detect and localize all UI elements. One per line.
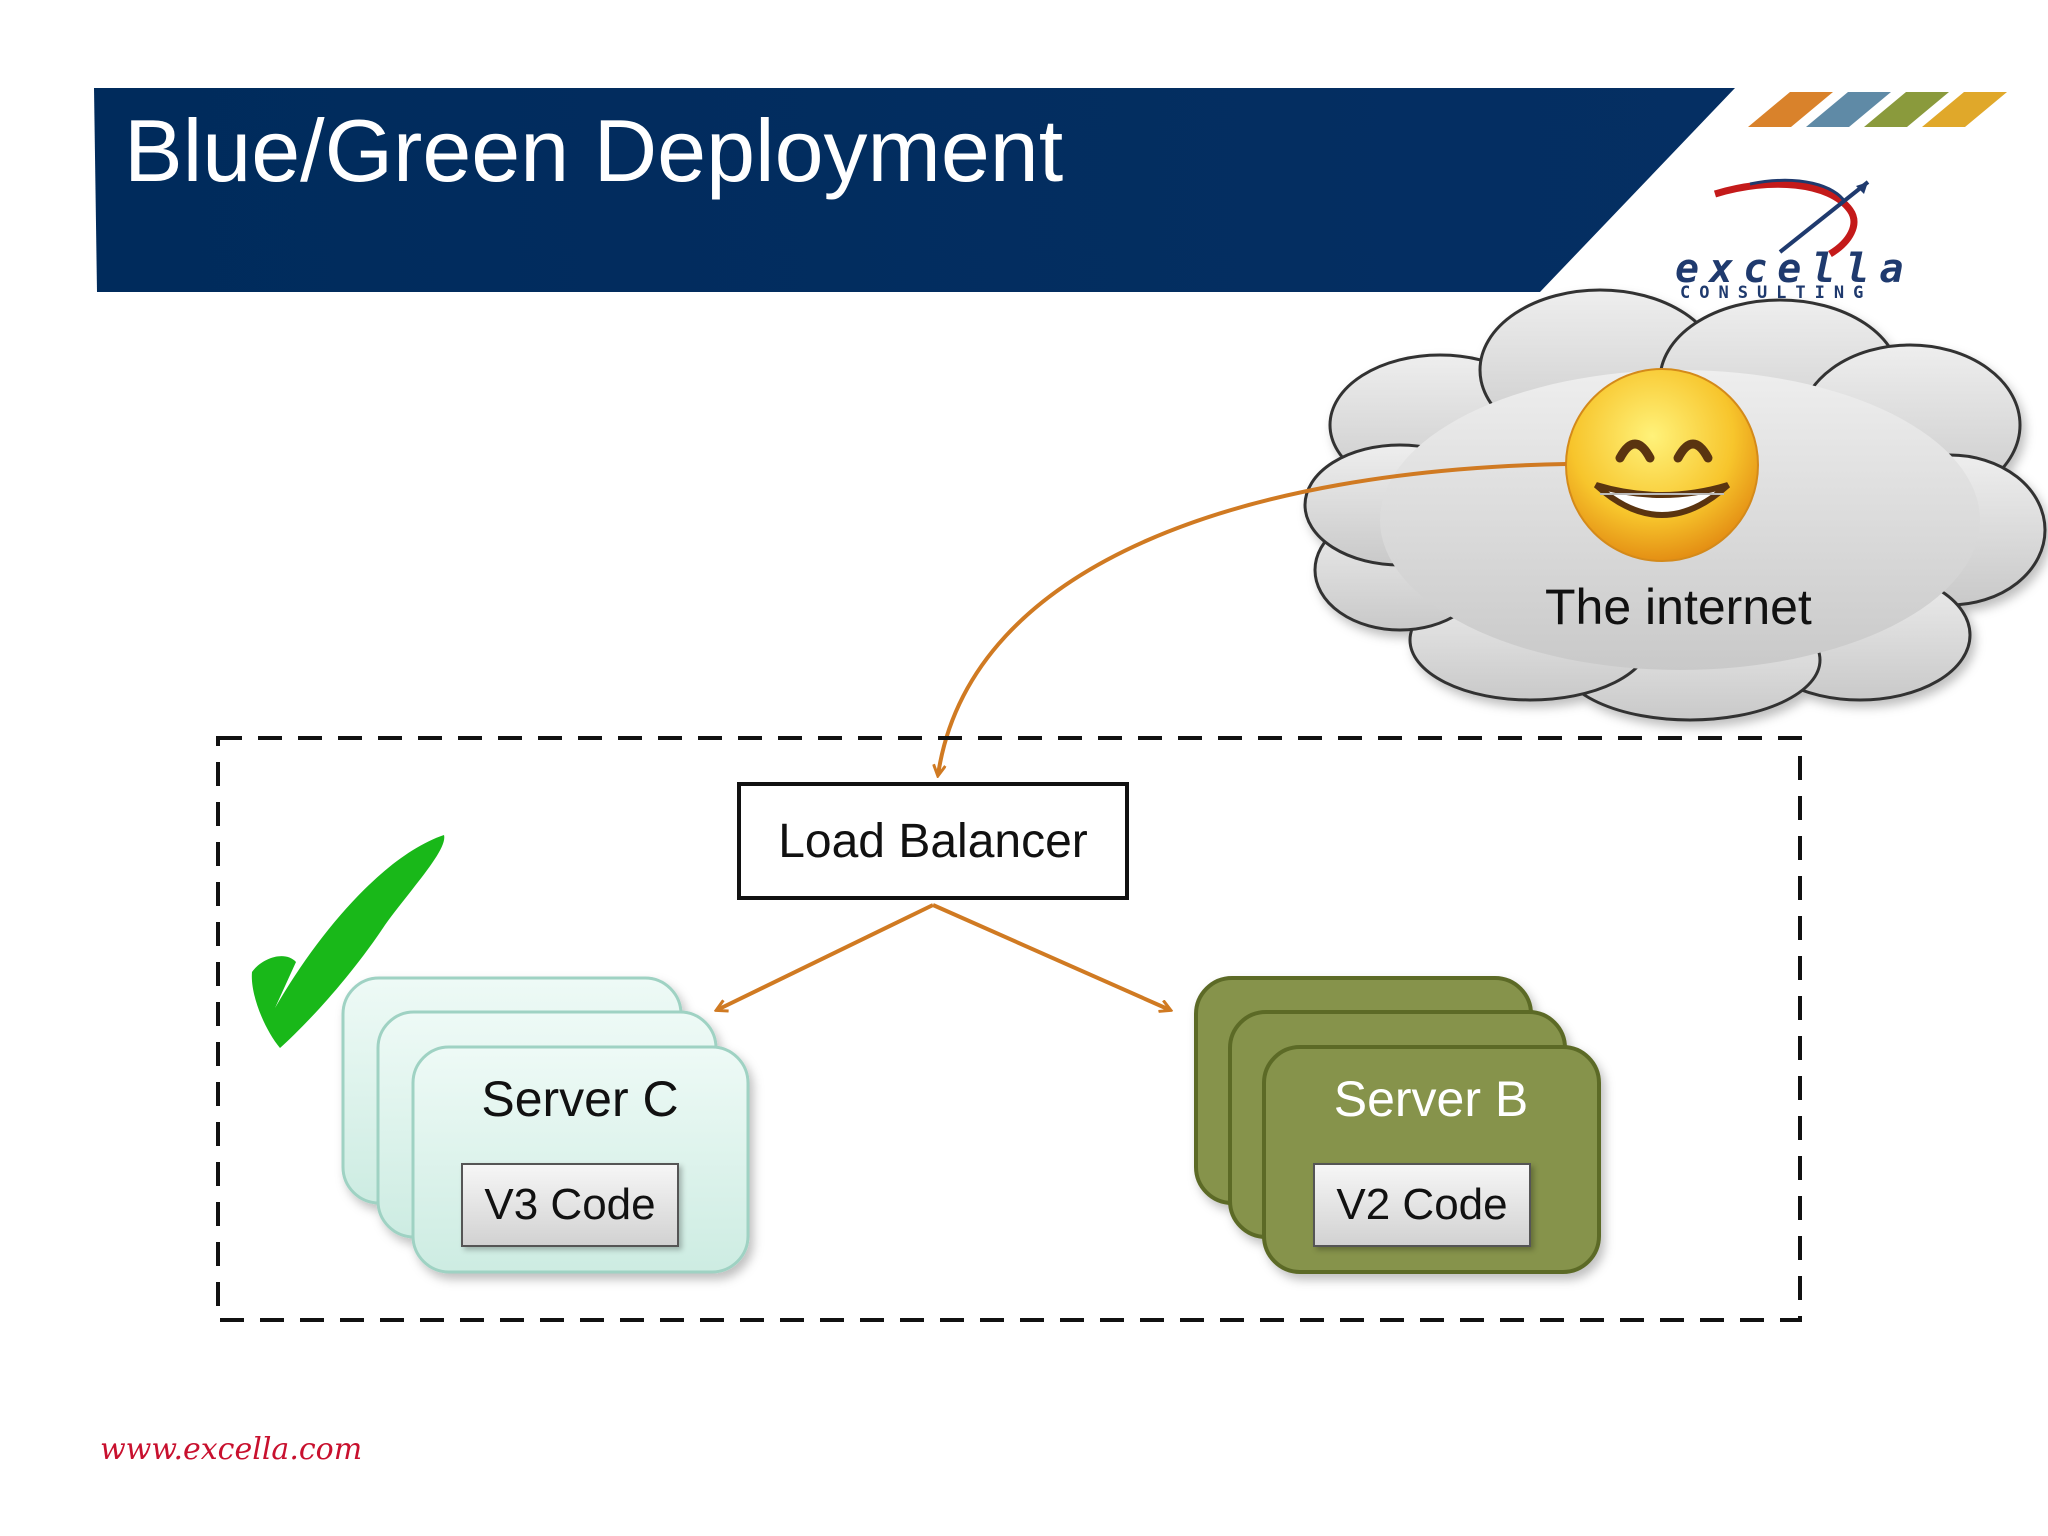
logo-wordmark: excella	[1675, 246, 1914, 292]
header-band	[94, 88, 2007, 292]
internet-label: The internet	[1545, 579, 1812, 635]
server-c-title: Server C	[481, 1071, 679, 1127]
lb-to-server-b-arrow	[932, 903, 1170, 1010]
lb-to-server-c-arrow	[717, 903, 934, 1010]
server-b-title: Server B	[1333, 1071, 1529, 1127]
server-c-code-box: V3 Code	[461, 1163, 679, 1247]
server-c-code-label: V3 Code	[484, 1180, 656, 1229]
server-b-code-label: V2 Code	[1336, 1180, 1508, 1229]
logo-tagline: CONSULTING	[1680, 283, 1873, 303]
load-balancer-label: Load Balancer	[778, 814, 1088, 868]
page-title: Blue/Green Deployment	[124, 101, 1064, 200]
footer-url: www.excella.com	[100, 1432, 363, 1467]
grinning-face-icon	[1565, 368, 1759, 562]
check-mark-icon	[251, 835, 445, 1048]
logo-swoosh-icon	[1713, 178, 1870, 258]
load-balancer-box: Load Balancer	[737, 782, 1129, 900]
internet-to-lb-arrow	[938, 462, 1567, 775]
logo-stripes	[1748, 92, 2007, 127]
server-b-code-box: V2 Code	[1313, 1163, 1531, 1247]
